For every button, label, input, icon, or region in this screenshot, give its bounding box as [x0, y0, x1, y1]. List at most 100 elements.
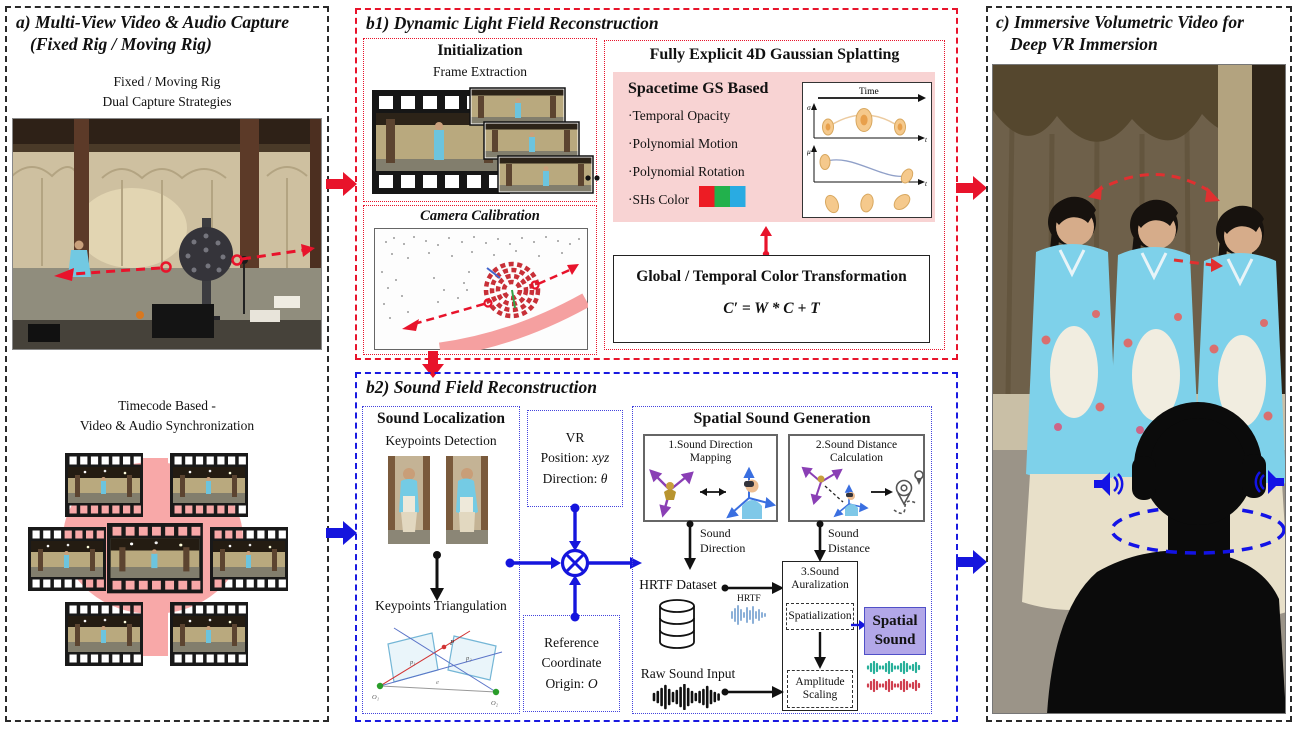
panel-c-title-line2: Deep VR Immersion: [1010, 33, 1158, 54]
sound-direction-line1: Sound: [700, 526, 731, 540]
raw-sound-waveform-icon: [652, 684, 720, 710]
box1-title-line2: Mapping: [689, 452, 732, 465]
triangulation-diagram: P p₁ p₂ e O₁ O₂: [372, 627, 503, 707]
calibration-motion-arrows: [413, 267, 573, 326]
keypoint-view-2: [446, 456, 488, 544]
initialization-box: [363, 38, 597, 202]
t-label-2: t: [925, 180, 928, 188]
rig-caption-line1: Fixed / Moving Rig: [113, 74, 221, 89]
filmstrip-sync-grid: [28, 446, 308, 678]
tri-label-p2: p₂: [465, 655, 472, 662]
gs-bullet-4: ·SHs Color: [628, 192, 690, 207]
sound-distance-calculation-icons: [801, 466, 924, 518]
spatialization-box: Spatialization: [786, 603, 854, 630]
vr-immersion-photo: [992, 64, 1286, 714]
tri-label-e: e: [436, 679, 439, 686]
keypoints-triangulation-label: Keypoints Triangulation: [375, 598, 507, 613]
hrtf-dataset-label: HRTF Dataset: [639, 577, 717, 592]
tri-label-p1: p₁: [409, 659, 416, 666]
auralization-title-line1: 3.Sound: [800, 566, 840, 578]
vr-direction-value: θ: [600, 470, 608, 486]
shs-color-swatches: [699, 186, 746, 207]
arrow-transform-to-gs: [760, 226, 772, 258]
frame-extraction-label: Frame Extraction: [432, 64, 528, 79]
spatial-sound-generation-box: [632, 406, 932, 714]
vr-label: VR: [565, 430, 585, 446]
location-pin-icon: [893, 470, 924, 515]
t-label-1: t: [925, 136, 928, 144]
tri-label-O1: O₁: [372, 694, 379, 701]
panel-b1-title: b1) Dynamic Light Field Reconstruction: [366, 13, 659, 33]
color-transform-formula: C′ = W * C + T: [723, 300, 820, 317]
spacetime-gs-title: Spacetime GS Based: [628, 80, 769, 97]
reference-line2: Coordinate: [541, 655, 602, 671]
headphone-left-cup-icon: [1132, 456, 1156, 500]
panel-a-title-line1: a) Multi-View Video & Audio Capture: [16, 12, 290, 32]
panel-b1-lightfield: [355, 8, 958, 360]
vr-position-label: Position:: [540, 450, 589, 466]
sound-direction-line2: Direction: [700, 540, 746, 555]
panel-a-title-line2: (Fixed Rig / Moving Rig): [30, 33, 212, 54]
tri-label-P: P: [449, 639, 455, 647]
tri-label-O2: O₂: [491, 700, 499, 707]
arrow-a-to-b1: [326, 172, 357, 196]
rig-photo: [12, 118, 322, 350]
camera-path-band: [438, 293, 588, 350]
spatialization-label: Spatialization: [788, 609, 852, 622]
ssg-title: Spatial Sound Generation: [693, 410, 871, 427]
calibration-pointcloud: [374, 228, 588, 350]
arrow-spatialization-to-amplitude: [814, 632, 826, 669]
reference-coordinate-box: Reference Coordinate Origin: O: [523, 615, 620, 712]
panel-b2-title: b2) Sound Field Reconstruction: [366, 377, 597, 397]
sigma-axis-label: σ: [807, 103, 811, 112]
spatial-sound-line2: Sound: [874, 632, 916, 648]
time-axis-label: Time: [859, 87, 879, 97]
spatial-sound-line1: Spatial: [872, 613, 918, 630]
swatch-red: [699, 186, 715, 207]
camera-calibration-title: Camera Calibration: [420, 208, 540, 224]
panel-c-title-line1: c) Immersive Volumetric Video for: [996, 12, 1244, 32]
vr-direction: Direction: θ: [543, 469, 608, 489]
vr-state-box: VR Position: xyz Direction: θ: [527, 410, 623, 507]
sound-direction-mapping-icons: [649, 466, 776, 519]
vr-position: Position: xyz: [541, 448, 610, 468]
sound-distance-line2: Distance: [828, 540, 870, 555]
fusion-connectors: [505, 503, 642, 622]
rig-caption-line2: Dual Capture Strategies: [102, 94, 232, 110]
rig-caption: Fixed / Moving Rig Dual Capture Strategi…: [5, 72, 329, 113]
headphone-right-cup-icon: [1242, 454, 1266, 498]
listener-axes-icon: [726, 466, 776, 519]
binaural-field-ellipse: [1110, 505, 1286, 555]
camera-calibration-box: [363, 205, 597, 355]
spatial-sound-box: Spatial Sound: [864, 607, 926, 655]
box2-title-line2: Calculation: [829, 452, 883, 465]
amplitude-label-line2: Scaling: [802, 689, 838, 701]
arrow-b1-to-c: [956, 176, 987, 200]
raw-sound-input-label: Raw Sound Input: [640, 666, 736, 681]
arrow-raw-to-amplitude: [721, 686, 784, 698]
frame-extraction-graphic: [372, 87, 600, 194]
origin-label: Origin:: [545, 675, 585, 691]
arrow-calibration-to-b2: [422, 351, 444, 378]
origin-value: O: [587, 675, 598, 691]
box2-title-line1: 2.Sound Distance: [815, 439, 898, 451]
camera-dome: [483, 261, 541, 319]
box1-title-line1: 1.Sound Direction: [668, 439, 753, 451]
keypoint-view-1: [388, 456, 430, 544]
auralization-title-line2: Auralization: [791, 579, 849, 592]
reference-line3: Origin: O: [545, 674, 597, 694]
curtain-swags: [12, 166, 308, 268]
vr-position-value: xyz: [592, 450, 610, 466]
sync-caption: Timecode Based - Video & Audio Synchroni…: [5, 396, 329, 437]
spatial-sound-waveform-red-icon: [866, 678, 921, 693]
sound-localization-box: [362, 406, 520, 714]
color-transform-box: [613, 255, 930, 343]
panel-c-title: c) Immersive Volumetric Video for Deep V…: [996, 12, 1284, 56]
source-arrows-icon: [801, 466, 843, 505]
arrow-to-spatial-sound: [851, 620, 866, 630]
gs-bullet-2: ·Polynomial Motion: [628, 136, 738, 151]
gs-bullet-1: ·Temporal Opacity: [628, 108, 731, 123]
performer-t1: [1022, 197, 1122, 610]
rotating-gaussians: [824, 193, 911, 214]
